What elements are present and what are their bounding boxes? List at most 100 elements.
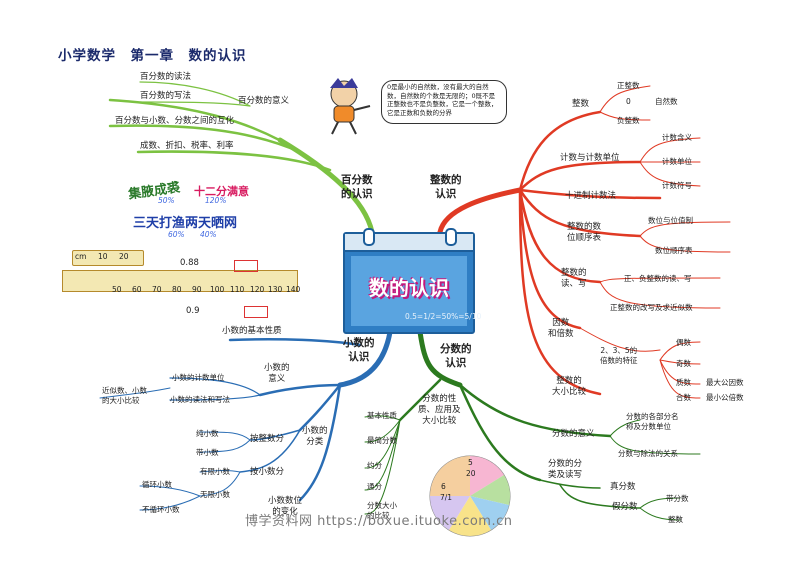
pie-label-1: 5 bbox=[468, 458, 473, 467]
stamp-percent-3: 60% bbox=[168, 230, 185, 239]
stamp-percent-2: 120% bbox=[205, 196, 227, 205]
negative-integer: 负整数 bbox=[617, 116, 640, 125]
ruler-label-cm: cm bbox=[75, 252, 87, 261]
even-number: 偶数 bbox=[676, 338, 691, 347]
fraction-pie-icon bbox=[429, 455, 511, 537]
count-symbol: 计数符号 bbox=[662, 181, 692, 190]
pie-label-4: 7/1 bbox=[440, 493, 453, 502]
count-meaning: 计数含义 bbox=[662, 133, 692, 142]
simplest-fraction: 最简分数 bbox=[367, 436, 397, 445]
percent-read: 百分数的读法 bbox=[140, 72, 192, 82]
integer-rw-2: 正整数的改写及求近似数 bbox=[610, 303, 693, 312]
finite-decimal: 有限小数 bbox=[200, 467, 230, 476]
ruler-reading-2: 0.9 bbox=[186, 306, 200, 316]
fraction-compare: 分数大小 的比较 bbox=[367, 501, 397, 520]
common-denominator: 通分 bbox=[367, 482, 382, 491]
percent-meaning: 百分数的意义 bbox=[238, 96, 290, 106]
decimal-unit: 小数的计数单位 bbox=[172, 373, 225, 382]
pure-decimal: 纯小数 bbox=[196, 429, 219, 438]
mixed-decimal: 带小数 bbox=[196, 448, 219, 457]
pie-label-3: 6 bbox=[441, 482, 446, 491]
multiple-features: 2、3、5的 倍数的特征 bbox=[600, 346, 638, 365]
improper-fraction: 假分数 bbox=[612, 502, 638, 512]
percent-convert: 百分数与小数、分数之间的互化 bbox=[115, 116, 235, 126]
fraction-basic: 基本性质 bbox=[367, 411, 397, 420]
ruler-tick: 100 bbox=[210, 285, 225, 294]
integer-leaf: 整数 bbox=[668, 515, 683, 524]
page-title: 小学数学 第一章 数的认识 bbox=[58, 48, 247, 64]
fraction-branch-label: 分数的 认识 bbox=[440, 343, 472, 369]
ruler-tick: 80 bbox=[172, 285, 182, 294]
cartoon-boy-icon bbox=[330, 78, 371, 135]
nonrepeating-decimal: 不循环小数 bbox=[142, 505, 180, 514]
ruler-label: 20 bbox=[119, 252, 129, 261]
decimal-position: 小数数位 的变化 bbox=[268, 496, 303, 517]
ruler-blank-box-2 bbox=[244, 306, 268, 318]
integer-node: 整数 bbox=[572, 99, 590, 109]
place-value-table: 整数的数 位顺序表 bbox=[567, 222, 602, 243]
ruler-blank-box-1 bbox=[234, 260, 258, 272]
odd-number: 奇数 bbox=[676, 359, 691, 368]
mixed-number: 带分数 bbox=[666, 494, 689, 503]
decimal-basic: 小数的基本性质 bbox=[222, 326, 282, 336]
gcd: 最大公因数 bbox=[706, 378, 744, 387]
ruler-tick: 140 bbox=[286, 285, 301, 294]
stamp-3: 三天打渔两天晒网 bbox=[133, 216, 238, 231]
fraction-unit-name: 分数的各部分名 称及分数单位 bbox=[626, 412, 679, 431]
decimal-category: 小数的 分类 bbox=[302, 426, 328, 447]
natural-number: 自然数 bbox=[655, 97, 678, 106]
factor-multiple: 因数 和倍数 bbox=[548, 318, 574, 339]
ruler-tick: 90 bbox=[192, 285, 202, 294]
infinite-decimal: 无限小数 bbox=[200, 490, 230, 499]
integer-compare: 整数的 大小比较 bbox=[552, 376, 587, 397]
count-unit: 计数单位 bbox=[662, 157, 692, 166]
by-integer: 按整数分 bbox=[250, 434, 285, 444]
ruler-tick: 120 bbox=[250, 285, 265, 294]
fraction-properties: 分数的性 质、应用及 大小比较 bbox=[418, 394, 461, 426]
positive-integer: 正整数 bbox=[617, 81, 640, 90]
ruler-tape bbox=[72, 250, 144, 266]
ruler-tick: 130 bbox=[268, 285, 283, 294]
ruler-tick: 60 bbox=[132, 285, 142, 294]
repeating-decimal: 循环小数 bbox=[142, 480, 172, 489]
fraction-meaning: 分数的意义 bbox=[552, 429, 595, 439]
place-table: 数位顺序表 bbox=[655, 246, 693, 255]
ruler-label: 10 bbox=[98, 252, 108, 261]
decimal-approx: 近似数、小数 的大小比较 bbox=[102, 386, 147, 405]
zero: 0 bbox=[626, 97, 631, 106]
percent-write: 百分数的写法 bbox=[140, 91, 192, 101]
integer-rw-1: 正、负整数的读、写 bbox=[624, 274, 692, 283]
decimal-meaning: 小数的 意义 bbox=[264, 363, 290, 384]
center-topic-card: 数的认识 0.5=1/2=50%=5/10 bbox=[343, 228, 481, 334]
place-value: 数位与位值制 bbox=[648, 216, 693, 225]
by-decimal: 按小数分 bbox=[250, 467, 285, 477]
ruler-reading-1: 0.88 bbox=[180, 258, 199, 268]
proper-fraction: 真分数 bbox=[610, 482, 636, 492]
prime-number: 质数 bbox=[676, 378, 691, 387]
integer-branch-label: 整数的 认识 bbox=[430, 174, 462, 200]
watermark: 博学资料网 https://boxue.ituoke.com.cn bbox=[245, 514, 513, 529]
stamp-percent-4: 40% bbox=[200, 230, 217, 239]
stamp-2: 十二分满意 bbox=[194, 185, 249, 198]
fraction-division: 分数与除法的关系 bbox=[618, 449, 678, 458]
composite-number: 合数 bbox=[676, 393, 691, 402]
center-formula: 0.5=1/2=50%=5/10 bbox=[405, 312, 482, 321]
ruler-tick: 70 bbox=[152, 285, 162, 294]
pie-label-2: 20 bbox=[466, 469, 476, 478]
decimal-branch-label: 小数的 认识 bbox=[343, 337, 375, 363]
fraction-category: 分数的分 类及读写 bbox=[548, 459, 583, 480]
integer-read-write: 整数的 读、写 bbox=[561, 268, 587, 289]
lcm: 最小公倍数 bbox=[706, 393, 744, 402]
decimal-system: 十进制计数法 bbox=[565, 191, 617, 201]
ruler-tick: 110 bbox=[230, 285, 245, 294]
zero-note-bubble: 0是最小的自然数，没有最大的自然数，自然数的个数是无限的；0既不是正整数也不是负… bbox=[381, 80, 507, 124]
counting-units: 计数与计数单位 bbox=[560, 153, 620, 163]
percent-branch-label: 百分数 的认识 bbox=[341, 174, 373, 200]
ruler bbox=[62, 270, 298, 292]
reduce-fraction: 约分 bbox=[367, 461, 382, 470]
decimal-rw: 小数的读法和写法 bbox=[170, 395, 230, 404]
percent-apply: 成数、折扣、税率、利率 bbox=[140, 141, 234, 151]
center-title: 数的认识 bbox=[369, 276, 449, 300]
